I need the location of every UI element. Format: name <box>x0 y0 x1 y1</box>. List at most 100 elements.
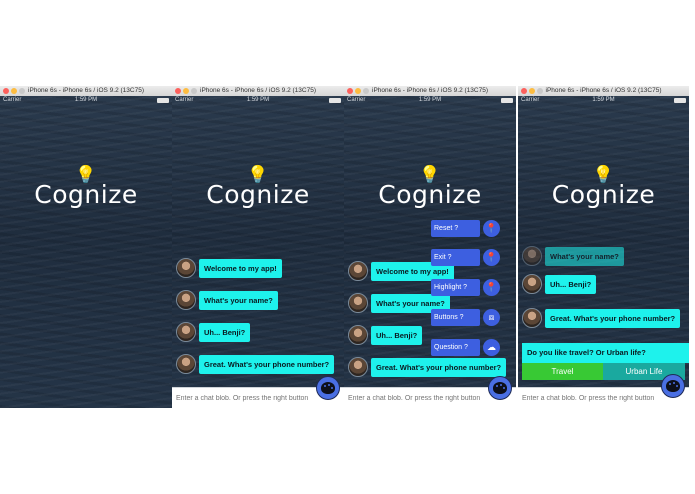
app-screen: Carrier 1:59 PM 💡 Cognize Welcome to my … <box>172 96 344 408</box>
simulator-window-4: iPhone 6s - iPhone 6s / iOS 9.2 (13C75) … <box>518 86 689 408</box>
location-pin-icon[interactable]: 📍 <box>483 220 500 237</box>
menu-question-button[interactable]: Question ? <box>431 339 480 356</box>
chat-message: Welcome to my app! <box>176 258 282 278</box>
carrier-label: Carrier <box>521 97 540 103</box>
traffic-lights <box>175 88 197 94</box>
location-pin-icon[interactable]: 📍 <box>483 279 500 296</box>
app-screen: Carrier 1:59 PM 💡 Cognize What's your na… <box>518 96 689 408</box>
avatar <box>522 274 542 294</box>
status-bar: Carrier 1:59 PM <box>172 96 344 105</box>
palette-button[interactable] <box>488 376 512 400</box>
carrier-label: Carrier <box>3 97 22 103</box>
avatar <box>176 290 196 310</box>
chat-input-bar <box>518 387 689 408</box>
palette-icon <box>666 380 680 392</box>
close-window-icon[interactable] <box>3 88 9 94</box>
chat-input[interactable] <box>176 391 316 405</box>
status-time: 1:59 PM <box>74 97 98 103</box>
lightbulb-icon: 💡 <box>247 165 269 184</box>
traffic-lights <box>3 88 25 94</box>
minimize-window-icon[interactable] <box>183 88 189 94</box>
menu-highlight-button[interactable]: Highlight ? <box>431 279 480 296</box>
app-logo: Cognize <box>206 180 310 209</box>
chat-bubble: What's your name? <box>371 293 450 313</box>
chat-message: Great. What's your phone number? <box>522 308 681 328</box>
window-title: iPhone 6s - iPhone 6s / iOS 9.2 (13C75) <box>200 87 316 94</box>
app-screen: Carrier 1:59 PM 💡 Cognize Welcome to my … <box>344 96 516 408</box>
simulator-window-2: iPhone 6s - iPhone 6s / iOS 9.2 (13C75) … <box>172 86 344 408</box>
chat-bubble: Welcome to my app! <box>199 258 282 278</box>
simulator-window-3: iPhone 6s - iPhone 6s / iOS 9.2 (13C75) … <box>344 86 516 408</box>
avatar <box>348 293 368 313</box>
minimize-window-icon[interactable] <box>355 88 361 94</box>
carrier-label: Carrier <box>175 97 194 103</box>
status-time: 1:59 PM <box>592 97 615 103</box>
minimize-window-icon[interactable] <box>529 88 535 94</box>
avatar <box>522 308 542 328</box>
cloud-upload-icon[interactable]: ☁ <box>483 339 500 356</box>
avatar <box>176 258 196 278</box>
minimize-window-icon[interactable] <box>11 88 17 94</box>
close-window-icon[interactable] <box>521 88 527 94</box>
travel-option-button[interactable]: Travel <box>522 363 603 380</box>
palette-button[interactable] <box>316 376 340 400</box>
carrier-label: Carrier <box>347 97 366 103</box>
palette-button[interactable] <box>661 374 685 398</box>
zoom-window-icon[interactable] <box>537 88 543 94</box>
zoom-window-icon[interactable] <box>363 88 369 94</box>
close-window-icon[interactable] <box>347 88 353 94</box>
chat-bubble: Great. What's your phone number? <box>199 354 335 374</box>
window-title: iPhone 6s - iPhone 6s / iOS 9.2 (13C75) <box>545 87 662 94</box>
chat-bubble: Great. What's your phone number? <box>371 357 507 377</box>
chat-message: What's your name? <box>176 290 278 310</box>
avatar <box>348 261 368 281</box>
chat-message: Uh... Benji? <box>176 322 251 342</box>
battery-icon <box>157 98 169 103</box>
lightbulb-icon: 💡 <box>75 165 97 184</box>
location-pin-icon[interactable]: 📍 <box>483 249 500 266</box>
chat-message: Uh... Benji? <box>522 274 597 294</box>
app-logo: Cognize <box>551 180 656 209</box>
menu-reset-button[interactable]: Reset ? <box>431 220 480 237</box>
chat-bubble: Uh... Benji? <box>545 274 597 294</box>
chat-message: Welcome to my app! <box>348 261 454 281</box>
menu-exit-button[interactable]: Exit ? <box>431 249 480 266</box>
chat-bubble: Great. What's your phone number? <box>545 308 681 328</box>
survey-question: Do you like travel? Or Urban life? <box>522 343 689 363</box>
zoom-window-icon[interactable] <box>19 88 25 94</box>
close-window-icon[interactable] <box>175 88 181 94</box>
avatar <box>348 325 368 345</box>
palette-icon <box>321 382 335 394</box>
palette-icon <box>493 382 507 394</box>
chat-bubble: Uh... Benji? <box>371 325 423 345</box>
simulator-window-1: iPhone 6s - iPhone 6s / iOS 9.2 (13C75) … <box>0 86 172 408</box>
traffic-lights <box>347 88 369 94</box>
avatar <box>348 357 368 377</box>
status-bar: Carrier 1:59 PM <box>518 96 689 105</box>
battery-icon <box>329 98 341 103</box>
app-screen: Carrier 1:59 PM 💡 Cognize <box>0 96 172 408</box>
status-time: 1:59 PM <box>246 97 270 103</box>
screen-icon[interactable]: ⧈ <box>483 309 500 326</box>
menu-buttons-button[interactable]: Buttons ? <box>431 309 480 326</box>
chat-message: Uh... Benji? <box>348 325 423 345</box>
chat-message: What's your name? <box>348 293 450 313</box>
lightbulb-icon: 💡 <box>592 165 615 184</box>
window-title: iPhone 6s - iPhone 6s / iOS 9.2 (13C75) <box>372 87 488 94</box>
app-logo: Cognize <box>378 180 482 209</box>
chat-input[interactable] <box>522 391 662 405</box>
zoom-window-icon[interactable] <box>191 88 197 94</box>
avatar <box>176 322 196 342</box>
avatar <box>522 246 542 266</box>
chat-input[interactable] <box>348 391 488 405</box>
chat-input-bar <box>344 387 516 408</box>
chat-bubble: What's your name? <box>199 290 278 310</box>
chat-input-bar <box>172 387 344 408</box>
chat-message-faded: What's your name? <box>522 246 624 266</box>
traffic-lights <box>521 88 543 94</box>
chat-message: Great. What's your phone number? <box>176 354 335 374</box>
status-bar: Carrier 1:59 PM <box>344 96 516 105</box>
status-time: 1:59 PM <box>418 97 442 103</box>
window-title: iPhone 6s - iPhone 6s / iOS 9.2 (13C75) <box>28 87 144 94</box>
battery-icon <box>501 98 513 103</box>
